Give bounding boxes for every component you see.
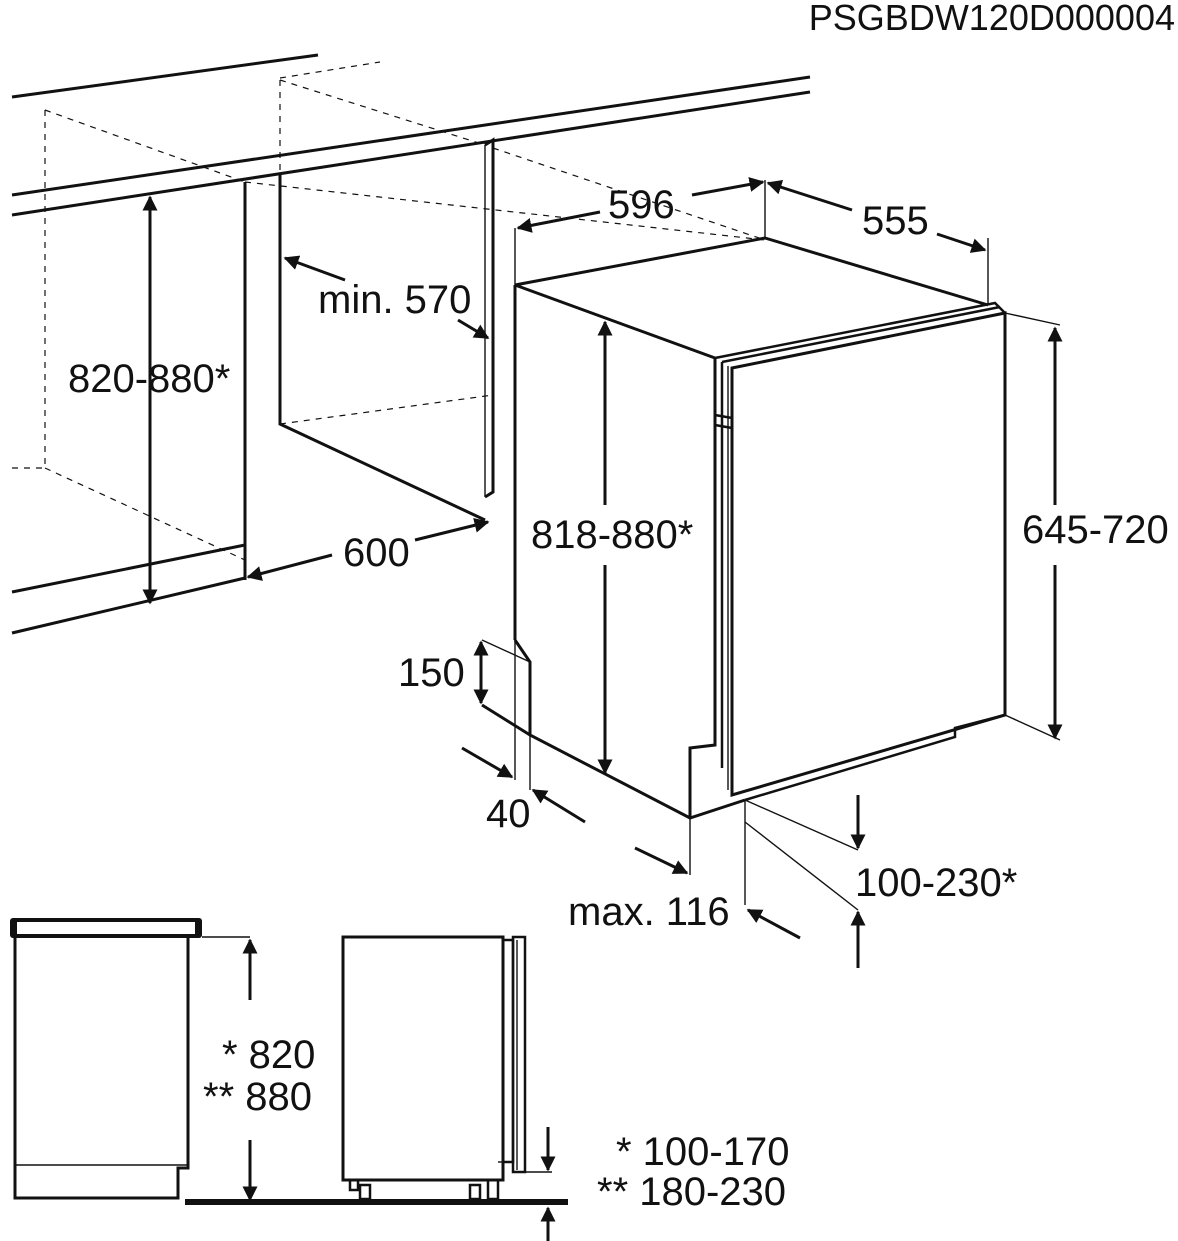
niche-width-label: 600	[343, 531, 410, 575]
appliance-width-dimension	[516, 177, 765, 233]
appliance-height-label: 818-880*	[531, 513, 693, 557]
plinth-vent-depth-dimension	[461, 746, 586, 824]
door-offset-dimension	[634, 846, 801, 940]
plinth-double-label: ** 180-230	[597, 1170, 786, 1214]
niche-depth-label: min. 570	[318, 278, 471, 322]
appliance-depth-label: 555	[862, 199, 929, 243]
niche-depth-dimension	[283, 255, 490, 340]
cabinet-height-double-label: ** 880	[203, 1075, 312, 1119]
niche-height-label: 820-880*	[68, 357, 230, 401]
plinth-vent-depth-label: 40	[486, 792, 531, 836]
appliance-depth-dimension	[766, 179, 987, 253]
product-code: PSGBDW120D000004	[809, 0, 1175, 38]
appliance-width-label: 596	[608, 183, 675, 227]
cabinet-height-single-label: * 820	[222, 1033, 315, 1077]
door-offset-label: max. 116	[568, 890, 730, 934]
plinth-vent-height-label: 150	[398, 651, 465, 695]
door-height-label: 645-720	[1022, 508, 1169, 552]
niche-drawing	[11, 53, 811, 635]
side-view-cabinet	[10, 918, 258, 1202]
niche-width-dimension	[246, 517, 490, 581]
plinth-single-label: * 100-170	[616, 1130, 789, 1174]
side-view-appliance	[185, 935, 568, 1241]
plinth-height-label: 100-230*	[855, 861, 1017, 905]
